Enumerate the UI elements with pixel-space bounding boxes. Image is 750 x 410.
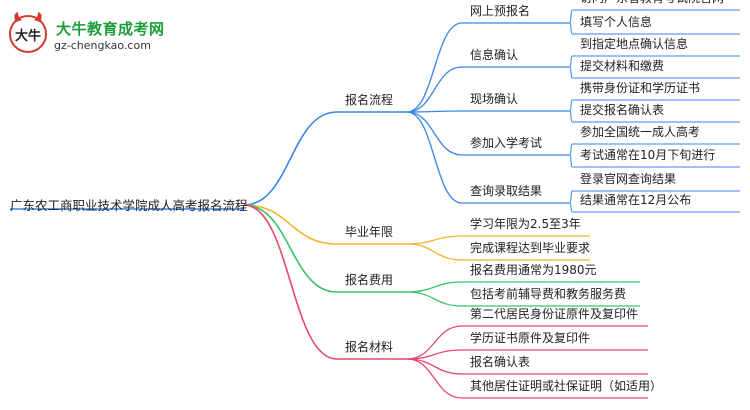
leaf-connector — [569, 154, 573, 168]
site-title: 大牛教育成考网 — [56, 20, 165, 38]
branch-connector — [243, 204, 338, 245]
child-connector — [406, 110, 463, 113]
leaf-connector — [569, 99, 573, 112]
branch-node: 毕业年限 — [345, 225, 394, 239]
child-connector — [406, 358, 463, 375]
leaf-node: 提交材料和缴费 — [580, 59, 665, 73]
branch-connector — [243, 111, 338, 206]
logo-mark-text: 大牛 — [15, 28, 41, 44]
child-node: 包括考前辅导费和教务服务费 — [470, 287, 627, 301]
child-connector — [406, 22, 463, 113]
leaf-connector — [569, 22, 573, 35]
site-url: gz-chengkao.com — [54, 39, 151, 52]
child-node: 完成课程达到毕业要求 — [470, 241, 591, 255]
leaf-connector — [569, 110, 573, 123]
child-connector — [406, 235, 463, 245]
leaf-node: 考试通常在10月下旬进行 — [580, 148, 716, 162]
child-node: 信息确认 — [470, 48, 519, 62]
child-connector — [406, 111, 463, 156]
branch-connector — [243, 204, 338, 293]
leaf-connector — [569, 55, 573, 68]
branch-node: 报名流程 — [345, 93, 394, 107]
child-node: 现场确认 — [470, 92, 519, 106]
leaf-node: 提交报名确认表 — [580, 103, 665, 117]
leaf-node: 参加全国统一成人高考 — [580, 125, 701, 139]
root-node: 广东农工商职业技术学院成人高考报名流程 — [10, 198, 248, 213]
branch-node: 报名费用 — [345, 273, 394, 287]
child-node: 网上预报名 — [470, 4, 531, 18]
child-connector — [406, 281, 463, 293]
child-node: 学习年限为2.5至3年 — [470, 217, 581, 231]
child-node: 参加入学考试 — [470, 136, 543, 150]
child-node: 报名确认表 — [470, 355, 531, 369]
branch-connector — [243, 204, 338, 360]
leaf-node: 登录官网查询结果 — [580, 172, 677, 186]
leaf-connector — [569, 9, 573, 24]
leaf-node: 填写个人信息 — [580, 15, 653, 29]
child-connector — [406, 111, 463, 204]
branch-node: 报名材料 — [345, 340, 394, 354]
leaf-node: 结果通常在12月公布 — [580, 193, 692, 207]
child-node: 报名费用通常为1980元 — [470, 263, 597, 277]
child-connector — [406, 243, 463, 261]
child-connector — [406, 358, 463, 399]
child-node: 第二代居民身份证原件及复印件 — [470, 307, 639, 321]
child-connector — [406, 291, 463, 307]
leaf-connector — [569, 202, 573, 213]
child-node: 学历证书原件及复印件 — [470, 331, 591, 345]
leaf-connector — [569, 190, 573, 204]
leaf-connector — [569, 66, 573, 79]
leaf-node: 到指定地点确认信息 — [580, 37, 689, 51]
site-logo: 大牛 大牛教育成考网 gz-chengkao.com — [6, 8, 211, 60]
leaf-node: 访问广东省教育考试院官网 — [580, 0, 724, 6]
leaf-connector — [569, 143, 573, 156]
child-node: 查询录取结果 — [470, 184, 543, 198]
leaf-node: 携带身份证和学历证书 — [580, 81, 701, 95]
child-node: 其他居住证明或社保证明（如适用） — [470, 379, 663, 393]
child-connector — [406, 66, 463, 113]
bull-logo-icon: 大牛 — [9, 12, 47, 53]
